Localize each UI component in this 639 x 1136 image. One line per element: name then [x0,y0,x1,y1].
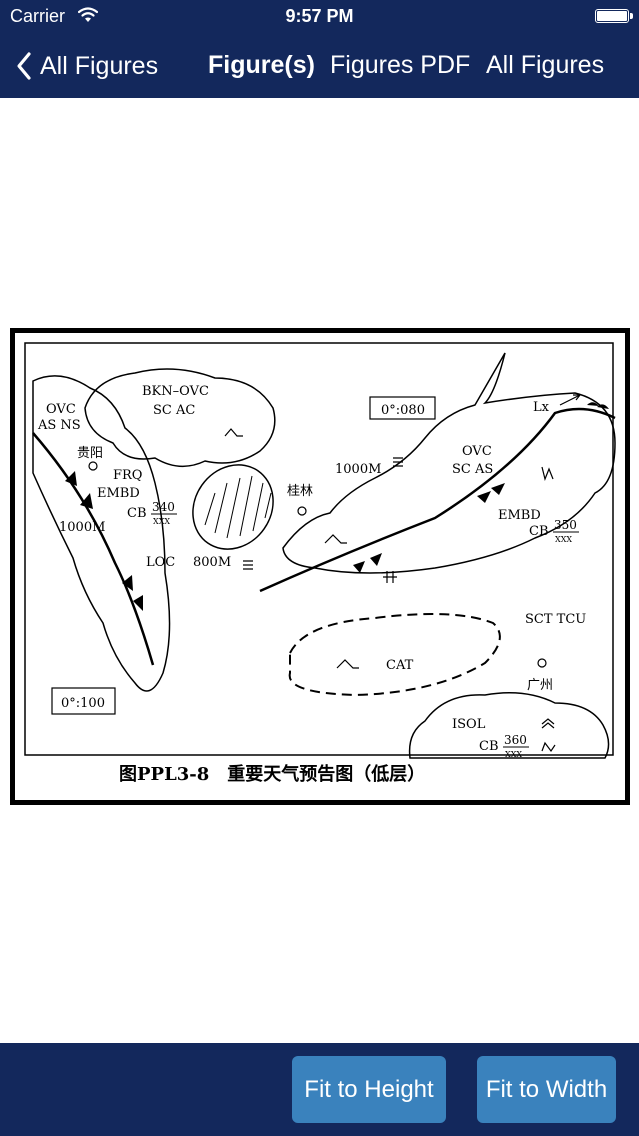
wifi-icon [77,6,99,29]
svg-text:CB: CB [127,506,147,521]
svg-text:XXX: XXX [555,535,572,544]
weather-symbols [224,428,555,753]
svg-text:0°:100: 0°:100 [61,696,105,711]
svg-text:CAT: CAT [386,658,414,673]
freezing-level-box-bottom [51,687,116,715]
fit-to-width-button[interactable]: Fit to Width [477,1056,616,1123]
tab-figures[interactable]: Figure(s) [208,51,315,79]
svg-text:XXX: XXX [505,750,522,759]
back-label: All Figures [40,51,159,80]
status-time: 9:57 PM [285,6,354,26]
city-marker-guiyang [88,461,98,471]
status-bar: Carrier 9:57 PM [0,0,639,34]
weather-chart-drawing: OVC AS NS 贵阳 FRQ EMBD CB 340 XXX 1000M L… [24,342,616,785]
front-right [259,407,616,593]
svg-text:EMBD: EMBD [498,508,541,523]
svg-text:广州: 广州 [527,678,553,693]
svg-text:0°:080: 0°:080 [381,403,425,418]
svg-text:AS NS: AS NS [37,418,81,433]
battery-fill [597,11,627,21]
tab-figures-pdf[interactable]: Figures PDF [330,51,471,79]
svg-text:Lx: Lx [533,400,550,415]
cloud-area-top [84,368,276,467]
cold-front-left [32,432,155,666]
svg-text:1000M: 1000M [335,462,381,477]
fit-to-height-button[interactable]: Fit to Height [292,1056,446,1123]
battery-icon [595,9,633,23]
back-chevron-icon [17,52,31,80]
movement-arrow [559,394,581,406]
city-marker-guilin [297,506,307,516]
city-marker-guangzhou [537,658,547,668]
bottom-toolbar: Fit to Height Fit to Width [0,1043,639,1136]
back-button[interactable]: All Figures [16,48,158,84]
svg-text:SCT TCU: SCT TCU [525,612,586,627]
svg-text:ISOL: ISOL [452,717,486,732]
map-labels: OVC AS NS 贵阳 FRQ EMBD CB 340 XXX 1000M L… [37,384,586,759]
turbulence-area [192,464,274,550]
svg-text:360: 360 [504,733,527,747]
cloud-area-left [32,375,171,692]
svg-text:LOC: LOC [146,555,175,570]
svg-text:350: 350 [554,518,577,532]
figure-image: OVC AS NS 贵阳 FRQ EMBD CB 340 XXX 1000M L… [10,328,630,805]
cat-area [288,613,501,697]
cloud-area-bottom-right [408,692,610,759]
svg-text:CB: CB [529,524,549,539]
front-symbols-left [65,471,143,611]
svg-text:贵阳: 贵阳 [77,446,103,461]
svg-text:SC AS: SC AS [452,462,493,477]
svg-text:800M: 800M [193,555,231,570]
navigation-bar: All Figures Figure(s) Figures PDF All Fi… [0,34,639,98]
svg-text:EMBD: EMBD [97,486,140,501]
turbulence-hatching [204,475,272,539]
tab-all-figures[interactable]: All Figures [486,51,605,79]
svg-text:340: 340 [152,500,175,514]
svg-text:OVC: OVC [462,444,492,459]
svg-text:FRQ: FRQ [113,468,142,483]
carrier-label: Carrier [10,6,66,26]
svg-text:桂林: 桂林 [287,484,313,499]
svg-text:XXX: XXX [153,517,170,526]
map-border [24,342,614,756]
top-bar: Carrier 9:57 PM All Figures Figure(s) Fi… [0,0,639,98]
svg-text:BKN–OVC: BKN–OVC [142,384,209,399]
svg-text:OVC: OVC [46,402,76,417]
svg-text:1000M: 1000M [59,520,105,535]
svg-text:SC AC: SC AC [153,403,195,418]
freezing-level-box-top [369,396,436,420]
figure-caption: 图PPL3-8 重要天气预告图（低层） [119,763,425,785]
svg-text:CB: CB [479,739,499,754]
front-symbols-right [353,402,609,573]
cloud-area-right [282,352,616,574]
